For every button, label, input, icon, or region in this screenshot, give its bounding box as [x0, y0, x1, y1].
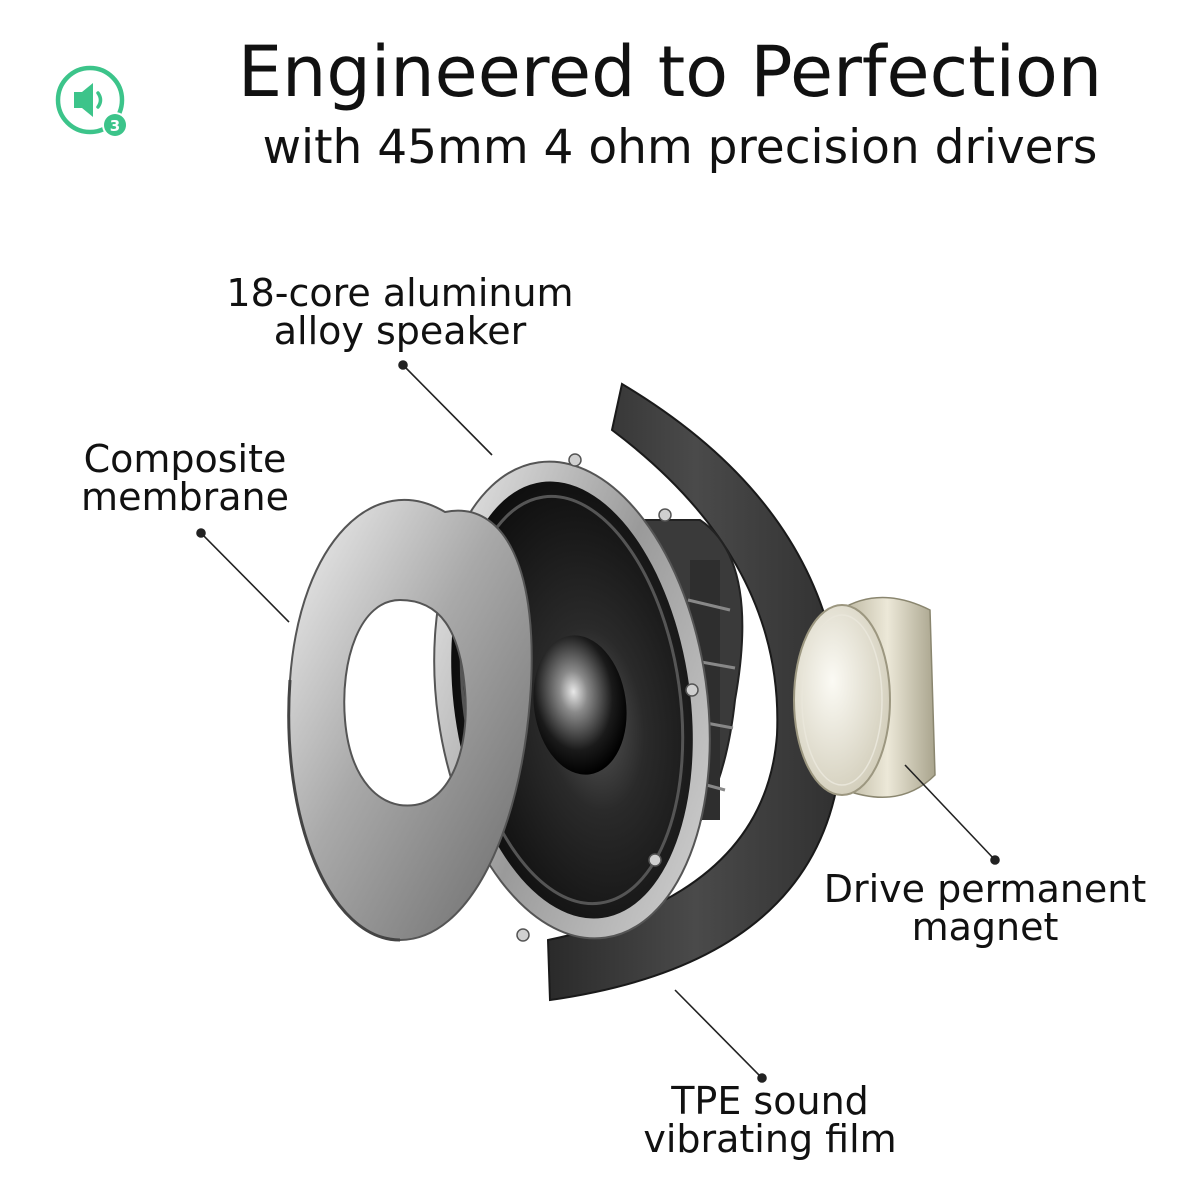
- label-composite-membrane: Composite membrane: [60, 440, 310, 516]
- badge-number: 3: [110, 117, 120, 135]
- tpe-film-shape: [546, 382, 844, 1002]
- leader-lines: [196, 360, 1000, 1083]
- label-line: vibrating film: [643, 1117, 897, 1161]
- label-line: alloy speaker: [273, 309, 527, 353]
- label-line: Drive permanent: [823, 867, 1147, 911]
- composite-membrane-shape: [287, 498, 533, 942]
- label-tpe-film: TPE sound vibrating film: [620, 1082, 920, 1158]
- label-permanent-magnet: Drive permanent magnet: [800, 870, 1170, 946]
- label-line: magnet: [911, 905, 1059, 949]
- label-line: 18-core aluminum: [226, 271, 574, 315]
- page-title: Engineered to Perfection: [237, 31, 1103, 113]
- label-line: membrane: [81, 475, 289, 519]
- page-subtitle: with 45mm 4 ohm precision drivers: [262, 120, 1098, 175]
- speaker-volume-icon: 3: [55, 65, 128, 138]
- label-line: TPE sound: [671, 1079, 869, 1123]
- permanent-magnet-shape: [793, 596, 936, 799]
- label-line: Composite: [83, 437, 287, 481]
- label-aluminum-speaker: 18-core aluminum alloy speaker: [200, 274, 600, 350]
